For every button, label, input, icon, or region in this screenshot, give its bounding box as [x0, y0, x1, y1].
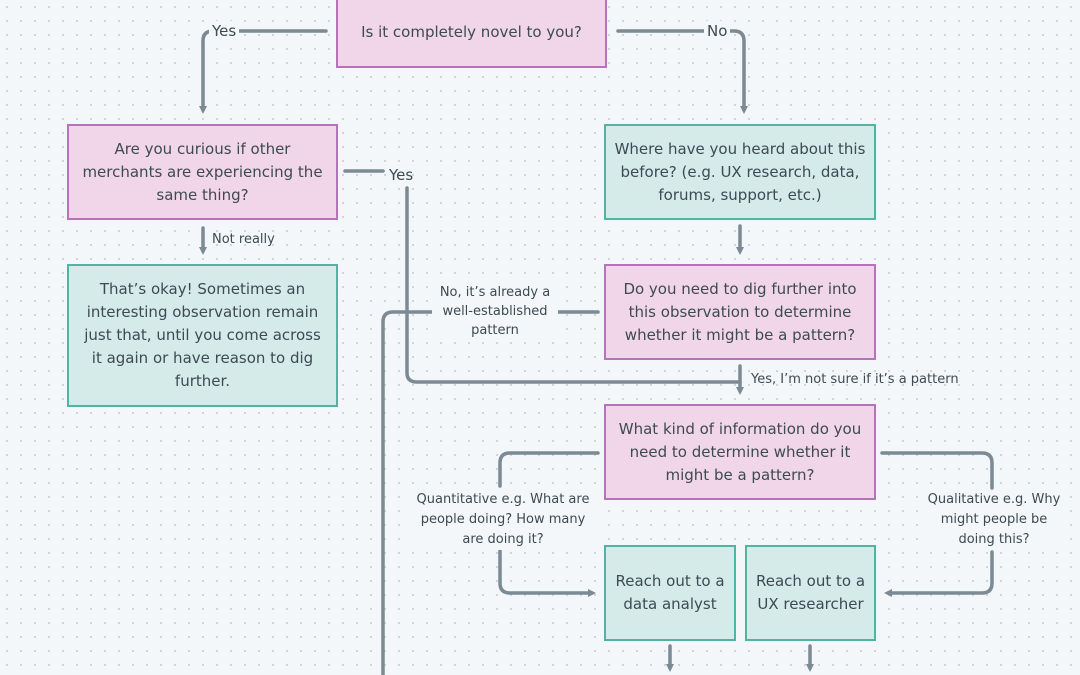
connector-novel-to-heard: [616, 29, 748, 114]
edge-label-not-really: Not really: [212, 232, 275, 247]
node-where-heard-text: Where have you heard about this before? …: [614, 139, 866, 204]
edge-label-quantitative: Quantitative e.g. What are people doing?…: [408, 490, 598, 550]
node-curious-other-merchants[interactable]: Are you curious if other merchants are e…: [67, 124, 338, 220]
node-data-analyst-text: Reach out to a data analyst: [615, 572, 725, 613]
connector-curious-yes-down: [405, 186, 742, 384]
edge-label-already-pattern: No, it’s already a well-established patt…: [432, 283, 558, 340]
node-where-heard[interactable]: Where have you heard about this before? …: [604, 124, 876, 220]
node-is-novel-text: Is it completely novel to you?: [361, 22, 582, 41]
edge-label-yes-left: Yes: [209, 21, 240, 41]
connector-kind-to-researcher-lower: [884, 550, 994, 597]
node-data-analyst[interactable]: Reach out to a data analyst: [604, 545, 736, 641]
node-dig-further-text: Do you need to dig further into this obs…: [623, 279, 857, 344]
node-is-novel[interactable]: Is it completely novel to you?: [336, 0, 607, 68]
connector-kind-to-analyst-lower: [498, 548, 596, 597]
node-kind-of-information[interactable]: What kind of information do you need to …: [604, 404, 876, 500]
connector-already-pattern-down: [381, 310, 434, 675]
node-ux-researcher[interactable]: Reach out to a UX researcher: [745, 545, 876, 641]
node-ux-researcher-text: Reach out to a UX researcher: [755, 572, 866, 613]
connector-kind-to-analyst: [498, 451, 600, 488]
node-thats-okay[interactable]: That’s okay! Sometimes an interesting ob…: [67, 264, 338, 407]
node-kind-of-information-text: What kind of information do you need to …: [618, 419, 862, 484]
edge-label-qualitative: Qualitative e.g. Why might people be doi…: [918, 490, 1070, 550]
edge-label-no-right: No: [704, 21, 731, 41]
edge-label-yes-mid: Yes: [389, 166, 414, 184]
node-thats-okay-text: That’s okay! Sometimes an interesting ob…: [84, 280, 321, 390]
node-dig-further[interactable]: Do you need to dig further into this obs…: [604, 264, 876, 360]
node-curious-other-merchants-text: Are you curious if other merchants are e…: [82, 139, 323, 204]
connector-kind-to-researcher: [880, 451, 994, 490]
edge-label-not-sure: Yes, I’m not sure if it’s a pattern: [751, 372, 959, 387]
connector-novel-to-curious: [199, 29, 328, 114]
